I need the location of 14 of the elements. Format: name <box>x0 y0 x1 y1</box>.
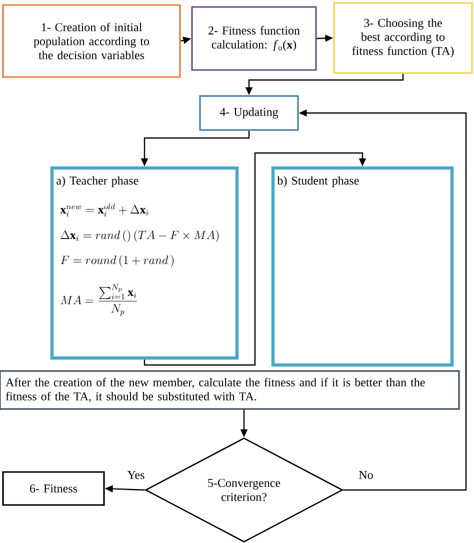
equation: $MA = \frac{\sum_{i=1}^{N_p}\mathbf{x}_i}{N_p}$ <box>60 284 137 316</box>
process-box: 2- Fitness function calculation: f$_{o}$(x) <box>191 6 317 71</box>
process-box: 4- Updating <box>199 95 299 131</box>
note-box: After the creation of the new member, calculate the fitness and if it is better than the fitness of the TA, it should be substituted with TA. <box>0 370 460 410</box>
process-box: 6- Fitness <box>2 471 105 506</box>
process-box: 1- Creation of initial population according to the decision variables <box>2 4 181 78</box>
edge-label: Yes <box>126 470 146 480</box>
process-box: 3- Choosing the best according to fitness function (TA) <box>333 2 473 74</box>
equation: $F = round\,(1 + rand\,)$ <box>60 255 174 268</box>
equation: $\Delta\mathbf{x}_i = rand\,()\left(TA - F \times MA\right)$ <box>60 230 219 242</box>
phase-box: b) Student phase <box>271 166 454 367</box>
arrow <box>144 152 366 366</box>
equation: $\mathbf{x}_i^{new} = \mathbf{x}_i^{old} + \Delta\mathbf{x}_i$ <box>60 204 148 217</box>
edge-label: No <box>358 470 374 480</box>
